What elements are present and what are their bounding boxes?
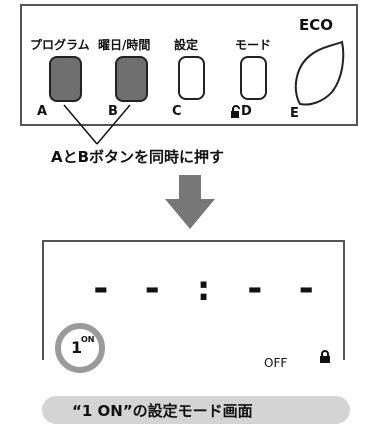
- display-screen: [42, 240, 345, 360]
- indicator-number: 1: [71, 338, 83, 357]
- button-a-label: プログラム: [30, 38, 90, 52]
- instruction-text: AとBボタンを同時に押す: [51, 148, 225, 166]
- day-time-button[interactable]: [115, 56, 148, 102]
- program-indicator-ring: [55, 323, 105, 373]
- letter-d: D: [241, 104, 252, 119]
- set-button[interactable]: [178, 56, 205, 100]
- connector-lines: [63, 104, 131, 145]
- down-arrow-icon: [165, 175, 215, 229]
- letter-c: C: [172, 104, 182, 119]
- unlocked-padlock-icon: [231, 105, 240, 118]
- letter-a: A: [37, 104, 48, 119]
- letter-e: E: [290, 106, 299, 121]
- locked-padlock-icon: [320, 350, 330, 363]
- button-e-label: ECO: [299, 16, 334, 34]
- button-c-label: 設定: [174, 38, 199, 52]
- button-d-label: モード: [235, 38, 272, 52]
- program-button[interactable]: [49, 56, 82, 102]
- indicator-state: ON: [81, 335, 95, 344]
- leaf-icon: [294, 40, 345, 106]
- time-display: - - : - -: [90, 268, 322, 309]
- off-label: OFF: [264, 356, 288, 370]
- caption-text: “1 ON”の設定モード画面: [72, 402, 253, 420]
- eco-leaf-button[interactable]: [290, 40, 348, 108]
- display-frame: [42, 240, 345, 360]
- button-b-label: 曜日/時間: [98, 38, 151, 52]
- mode-button[interactable]: [240, 56, 267, 100]
- letter-b: B: [108, 104, 118, 119]
- caption-banner: [42, 396, 350, 424]
